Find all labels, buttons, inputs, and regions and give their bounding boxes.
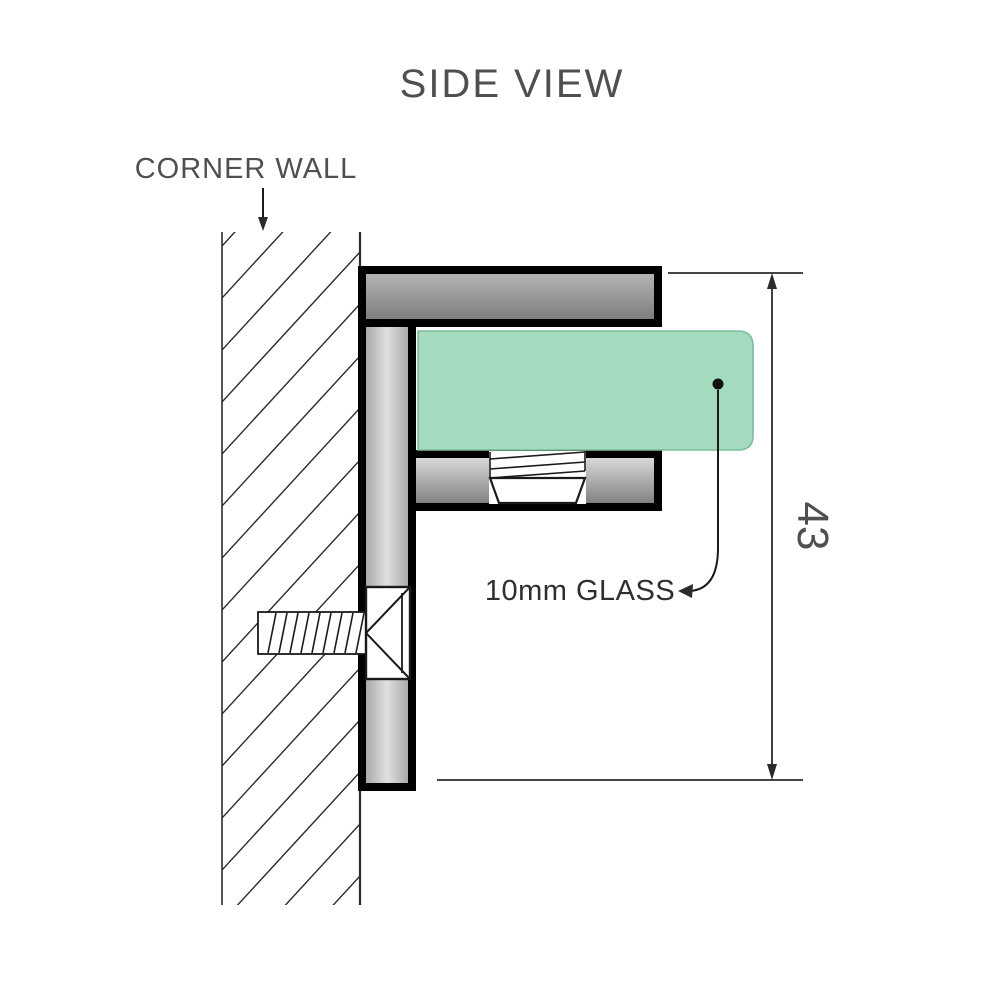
- glass-callout: 10mm GLASS: [485, 378, 724, 607]
- dimension-value: 43: [788, 502, 837, 551]
- grub-screw-body: [488, 476, 587, 505]
- glass-label: 10mm GLASS: [485, 575, 675, 607]
- glass-leader-arrowhead: [678, 584, 693, 598]
- dimension-arrow-top: [767, 273, 777, 289]
- screw-thread-lines: [267, 612, 365, 654]
- glass-leader-dot: [712, 378, 724, 390]
- dimension-arrow-bottom: [767, 764, 777, 780]
- glass-panel: [417, 330, 754, 451]
- height-dimension: 43: [437, 272, 837, 781]
- wall-hatch-lines: [222, 232, 360, 905]
- grub-screw-threads: [489, 450, 586, 479]
- glass-leader-line: [689, 390, 719, 592]
- bracket-spine: [358, 266, 416, 791]
- wall-anchor-screw: [257, 585, 412, 681]
- screw-shaft: [257, 611, 367, 655]
- corner-wall-arrowhead: [258, 217, 268, 231]
- corner-wall-label: CORNER WALL: [135, 153, 358, 185]
- corner-wall: CORNER WALL: [135, 153, 362, 905]
- bracket-top-arm: [358, 266, 662, 327]
- page-title: SIDE VIEW: [400, 62, 625, 106]
- screw-head: [364, 585, 412, 681]
- grub-screw: [488, 450, 587, 505]
